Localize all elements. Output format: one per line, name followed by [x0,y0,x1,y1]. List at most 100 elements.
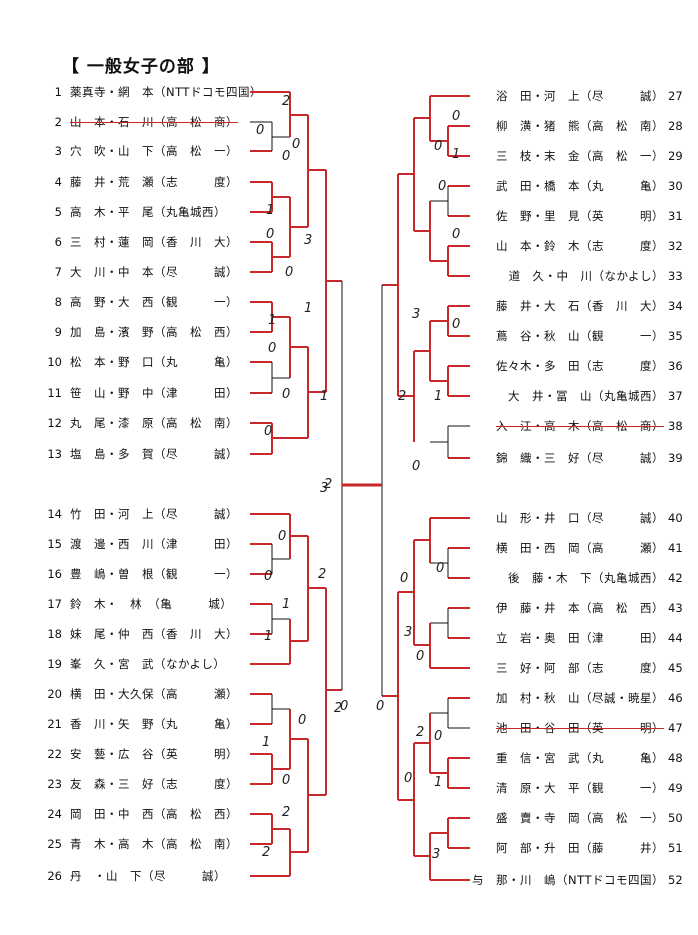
entry-number: 37 [668,389,683,403]
entry-pair: 加 村・秋 山（尽誠・暁星） [496,691,664,705]
entry-number: 41 [668,541,683,555]
handwritten-score: 0 [434,729,442,744]
entry-number: 28 [668,119,683,133]
entry-pair: 穴 吹・山 下（高 松 一） [70,144,238,158]
entry-pair: 松 本・野 口（丸 亀） [70,355,238,369]
entry-pair: 山 形・井 口（尽 誠） [496,511,664,525]
handwritten-score: 3 [432,847,440,862]
entry-number: 13 [47,447,62,461]
entry-pair: 横 田・西 岡（高 瀬） [496,541,664,555]
right-entry-51: 阿 部・升 田（藤 井）51 [496,839,694,857]
entry-number: 1 [54,85,62,99]
entry-pair: 高 野・大 西（観 一） [70,295,238,309]
right-entry-32: 山 本・鈴 木（志 度）32 [496,237,694,255]
entry-number: 9 [54,325,62,339]
entry-pair: 錦 織・三 好（尽 誠） [496,451,664,465]
handwritten-score: 0 [256,123,264,138]
entry-number: 12 [47,416,62,430]
entry-number: 16 [47,567,62,581]
handwritten-score: 0 [452,227,460,242]
entry-pair: 柳 潢・猪 熊（高 松 南） [496,119,664,133]
handwritten-score: 2 [318,567,326,582]
entry-number: 11 [47,386,62,400]
handwritten-score: 2 [262,845,270,860]
entry-pair: 竹 田・河 上（尽 誠） [70,507,238,521]
entry-number: 34 [668,299,683,313]
entry-pair: 蔦 谷・秋 山（観 一） [496,329,664,343]
entry-pair: 入 江・高 木（高 松 商） [496,419,664,433]
handwritten-score: 0 [340,699,348,714]
entry-pair: 立 岩・奥 田（津 田） [496,631,664,645]
entry-number: 23 [47,777,62,791]
entry-number: 44 [668,631,683,645]
entry-number: 45 [668,661,683,675]
handwritten-score: 1 [264,629,272,644]
handwritten-score: 0 [434,139,442,154]
handwritten-score: 0 [282,773,290,788]
entry-number: 49 [668,781,683,795]
entry-number: 2 [54,115,62,129]
page-title: 【 一般女子の部 】 [62,57,220,77]
entry-pair: 後 藤・木 下（丸亀城西） [508,571,664,585]
handwritten-score: 0 [412,459,420,474]
entry-pair: 重 信・宮 武（丸 亀） [496,751,664,765]
handwritten-score: 1 [452,147,460,162]
entry-pair: 阿 部・升 田（藤 井） [496,841,664,855]
entry-number: 8 [54,295,62,309]
entry-pair: 藤 井・荒 瀬（志 度） [70,175,238,189]
entry-number: 33 [668,269,683,283]
handwritten-score: 1 [320,389,328,404]
entry-pair: 佐々木・多 田（志 度） [496,359,664,373]
entry-number: 20 [47,687,62,701]
right-entry-39: 錦 織・三 好（尽 誠） 39 [496,449,694,467]
handwritten-score: 0 [400,571,408,586]
entry-pair: 薬真寺・網 本（NTTドコモ四国） [70,85,262,99]
handwritten-score: 1 [282,597,290,612]
entry-number: 6 [54,235,62,249]
right-entry-31: 佐 野・里 見（英 明）31 [496,207,694,225]
entry-number: 42 [668,571,683,585]
handwritten-score: 0 [404,771,412,786]
entry-pair: 山 本・石 川（高 松 商） [70,115,238,129]
left-entry-5: 5 高 木・平 尾（丸亀城西） [40,203,226,221]
right-entry-40: 山 形・井 口（尽 誠）40 [496,509,694,527]
right-entry-47: 池 田・谷 田（英 明）47 [496,719,694,737]
entry-number: 14 [47,507,62,521]
right-entry-49: 清 原・大 平（観 一）49 [496,779,694,797]
handwritten-score: 3 [320,481,328,496]
right-entry-43: 伊 藤・井 本（高 松 西）43 [496,599,694,617]
entry-number: 39 [668,451,683,465]
entry-pair: 大 川・中 本（尽 誠） [70,265,238,279]
entry-number: 5 [54,205,62,219]
handwritten-score: 1 [268,313,276,328]
handwritten-score: 0 [264,569,272,584]
entry-pair: 高 木・平 尾（丸亀城西） [70,205,226,219]
entry-pair: 三 好・阿 部（志 度） [496,661,664,675]
entry-number: 10 [47,355,62,369]
entry-pair: 武 田・橋 本（丸 亀） [496,179,664,193]
handwritten-score: 0 [266,227,274,242]
right-entry-29: 三 枝・末 金（高 松 一）29 [496,147,694,165]
left-entry-2: 2 山 本・石 川（高 松 商） [40,113,238,131]
left-entry-10: 10 松 本・野 口（丸 亀） [40,353,238,371]
entry-number: 22 [47,747,62,761]
handwritten-score: 0 [416,649,424,664]
entry-number: 32 [668,239,683,253]
entry-pair: 盛 賣・寺 岡（高 松 一） [496,811,664,825]
entry-number: 50 [668,811,683,825]
handwritten-score: 1 [434,775,442,790]
handwritten-score: 1 [266,203,274,218]
entry-pair: 浴 田・河 上（尽 誠） [496,89,664,103]
right-entry-44: 立 岩・奥 田（津 田） 44 [496,629,694,647]
